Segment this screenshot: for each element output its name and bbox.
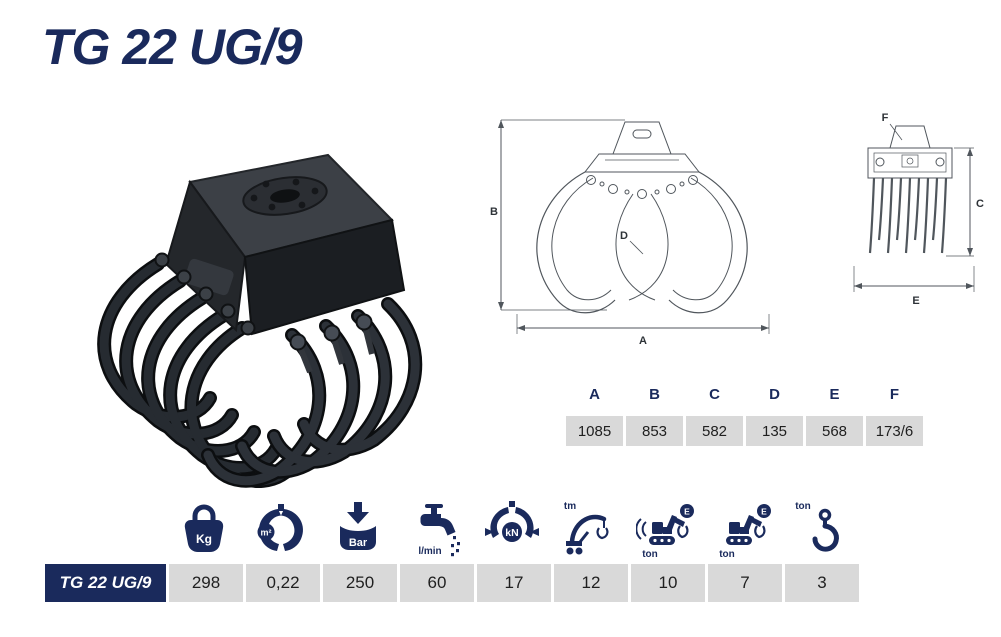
excavator-icon: E ton bbox=[635, 504, 694, 560]
excavator-icon: E ton bbox=[719, 504, 771, 560]
lifting-moment-icon: tm bbox=[563, 501, 608, 555]
e-badge bbox=[756, 504, 771, 518]
dim-value: 1085 bbox=[566, 416, 623, 446]
carrier-unit-label: ton bbox=[642, 549, 658, 560]
area-unit-label: m² bbox=[260, 528, 271, 538]
dim-value: 135 bbox=[746, 416, 803, 446]
spec-value-moment: 12 bbox=[554, 564, 628, 602]
dim-value: 853 bbox=[626, 416, 683, 446]
crane-hook-icon: ton bbox=[795, 501, 839, 552]
dim-label-c: C bbox=[976, 198, 984, 210]
dim-label-d: D bbox=[620, 230, 628, 242]
dim-header: D bbox=[769, 386, 780, 403]
grapple-head bbox=[154, 153, 406, 336]
spec-value-flow: 60 bbox=[400, 564, 474, 602]
weight-icon: Kg bbox=[184, 504, 223, 552]
dim-value: 582 bbox=[686, 416, 743, 446]
spec-icons-row: Kg m² Bar l/min kN bbox=[165, 486, 858, 560]
e-badge-label: E bbox=[761, 507, 767, 517]
e-badge-label: E bbox=[684, 507, 690, 517]
side-view-drawing: F C E bbox=[853, 112, 984, 307]
dim-header: A bbox=[589, 386, 600, 403]
dimension-table-values: 1085 853 582 135 568 173/6 bbox=[566, 416, 928, 446]
weight-unit-label: Kg bbox=[196, 532, 212, 546]
spec-value-pressure: 250 bbox=[323, 564, 397, 602]
moment-unit-label: tm bbox=[563, 501, 575, 512]
droplets bbox=[450, 536, 460, 557]
dim-header: C bbox=[709, 386, 720, 403]
dim-label-f: F bbox=[882, 112, 889, 124]
dimension-table-headers: A B C D E F bbox=[566, 386, 928, 403]
force-unit-label: kN bbox=[505, 527, 518, 539]
front-view-drawing: B D A bbox=[490, 119, 770, 347]
e-badge bbox=[679, 504, 694, 518]
page-title: TG 22 UG/9 bbox=[42, 19, 303, 75]
spec-value-carrier-min: 7 bbox=[708, 564, 782, 602]
oil-flow-icon: l/min bbox=[418, 504, 460, 557]
dim-label-b: B bbox=[490, 206, 498, 218]
dim-header: E bbox=[829, 386, 840, 403]
closing-force-icon: kN bbox=[484, 501, 539, 542]
flow-unit-label: l/min bbox=[418, 546, 441, 557]
dim-header: F bbox=[889, 386, 900, 403]
spec-value-force: 17 bbox=[477, 564, 551, 602]
spec-value-weight: 298 bbox=[169, 564, 243, 602]
spec-value-carrier-max: 10 bbox=[631, 564, 705, 602]
spec-value-area: 0,22 bbox=[246, 564, 320, 602]
spec-value-crane: 3 bbox=[785, 564, 859, 602]
dim-value: 173/6 bbox=[866, 416, 923, 446]
spec-table: TG 22 UG/9 298 0,22 250 60 17 12 10 7 3 bbox=[45, 564, 859, 602]
grapple-product-illustration bbox=[97, 153, 423, 488]
pressure-unit-label: Bar bbox=[348, 537, 367, 549]
grapple-area-icon: m² bbox=[257, 504, 303, 551]
hook-unit-label: ton bbox=[795, 501, 811, 512]
carrier-unit-label: ton bbox=[719, 549, 735, 560]
dim-label-e: E bbox=[912, 295, 919, 307]
dim-value: 568 bbox=[806, 416, 863, 446]
grapple-right-tines bbox=[201, 297, 423, 488]
dim-header: B bbox=[649, 386, 660, 403]
spec-model-cell: TG 22 UG/9 bbox=[45, 564, 166, 602]
dim-label-a: A bbox=[639, 335, 647, 347]
pressure-icon: Bar bbox=[339, 502, 376, 550]
dimension-table: A B C D E F 1085 853 582 135 568 173/6 bbox=[566, 386, 928, 446]
